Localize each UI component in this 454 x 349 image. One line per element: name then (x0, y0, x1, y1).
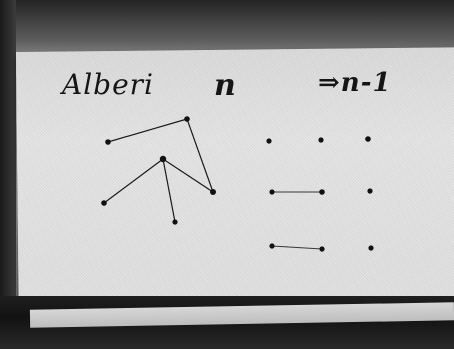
grid-node (318, 137, 323, 142)
grid-node (365, 136, 371, 142)
grid-node (319, 246, 324, 251)
grid-node (266, 138, 271, 143)
left-tree-nodes (101, 116, 216, 224)
right-grid-nodes (266, 136, 373, 251)
tree-node (160, 156, 166, 162)
tree-edge (108, 119, 187, 142)
right-grid-edges (272, 192, 322, 249)
tree-node (105, 139, 111, 145)
grid-node (269, 189, 274, 194)
tree-edge (104, 159, 163, 203)
grid-node (319, 189, 325, 195)
grid-node (269, 243, 274, 248)
tree-node (184, 116, 190, 122)
tree-edge (163, 159, 213, 192)
tree-edge (163, 159, 175, 222)
grid-edge (272, 246, 322, 249)
tree-edge (187, 119, 213, 192)
grid-node (368, 245, 373, 250)
tree-node (101, 200, 107, 206)
grid-node (367, 188, 372, 193)
left-tree (104, 119, 213, 222)
tree-node (172, 219, 177, 224)
tree-node (210, 189, 216, 195)
